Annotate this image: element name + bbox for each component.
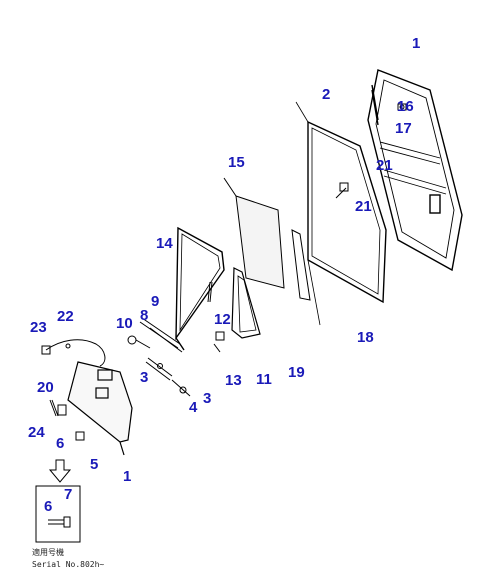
callout-15: 15 bbox=[228, 154, 245, 171]
callout-20: 20 bbox=[37, 379, 54, 396]
detail-inset bbox=[35, 485, 81, 543]
callout-12: 12 bbox=[214, 311, 231, 328]
callout-11: 11 bbox=[256, 371, 272, 388]
callout-23: 23 bbox=[30, 319, 47, 336]
callout-10: 10 bbox=[116, 315, 133, 332]
callout-13: 13 bbox=[225, 372, 242, 389]
rail-strips bbox=[139, 317, 183, 353]
latch-part bbox=[335, 182, 349, 199]
door-frame bbox=[367, 69, 463, 272]
callout-21-a: 21 bbox=[376, 157, 393, 174]
callout-9: 9 bbox=[151, 293, 160, 310]
callout-4: 4 bbox=[189, 399, 198, 416]
serial-note-line1: 適用号機 bbox=[32, 548, 64, 557]
callout-24: 24 bbox=[28, 424, 45, 441]
callout-16: 16 bbox=[397, 98, 414, 115]
small-frame bbox=[231, 267, 261, 339]
callout-1-panel: 1 bbox=[123, 468, 132, 485]
callout-3-b: 3 bbox=[203, 390, 212, 407]
callout-18: 18 bbox=[357, 329, 374, 346]
callout-1-door: 1 bbox=[412, 35, 421, 52]
knob-part bbox=[127, 335, 151, 349]
screw-part bbox=[207, 281, 225, 353]
glass-sheet bbox=[223, 177, 285, 289]
callout-21-b: 21 bbox=[355, 198, 372, 215]
callout-6-b: 6 bbox=[44, 498, 53, 515]
callout-14: 14 bbox=[156, 235, 173, 252]
lower-panel bbox=[67, 361, 133, 456]
cable-part bbox=[41, 339, 106, 367]
callout-3-a: 3 bbox=[140, 369, 149, 386]
serial-note-line2: Serial No.802h~ bbox=[32, 560, 105, 569]
callout-19: 19 bbox=[288, 364, 305, 381]
down-arrow bbox=[48, 459, 72, 483]
callout-22: 22 bbox=[57, 308, 74, 325]
door-glass-panel bbox=[295, 101, 387, 326]
callout-6-a: 6 bbox=[56, 435, 65, 452]
callout-8: 8 bbox=[140, 307, 149, 324]
hinge-part bbox=[397, 103, 407, 111]
callout-2: 2 bbox=[322, 86, 331, 103]
fastener-parts bbox=[49, 399, 85, 441]
callout-5: 5 bbox=[90, 456, 99, 473]
callout-7: 7 bbox=[64, 486, 73, 503]
weather-strip bbox=[291, 229, 311, 301]
callout-17: 17 bbox=[395, 120, 412, 137]
bolt-parts bbox=[145, 357, 191, 397]
